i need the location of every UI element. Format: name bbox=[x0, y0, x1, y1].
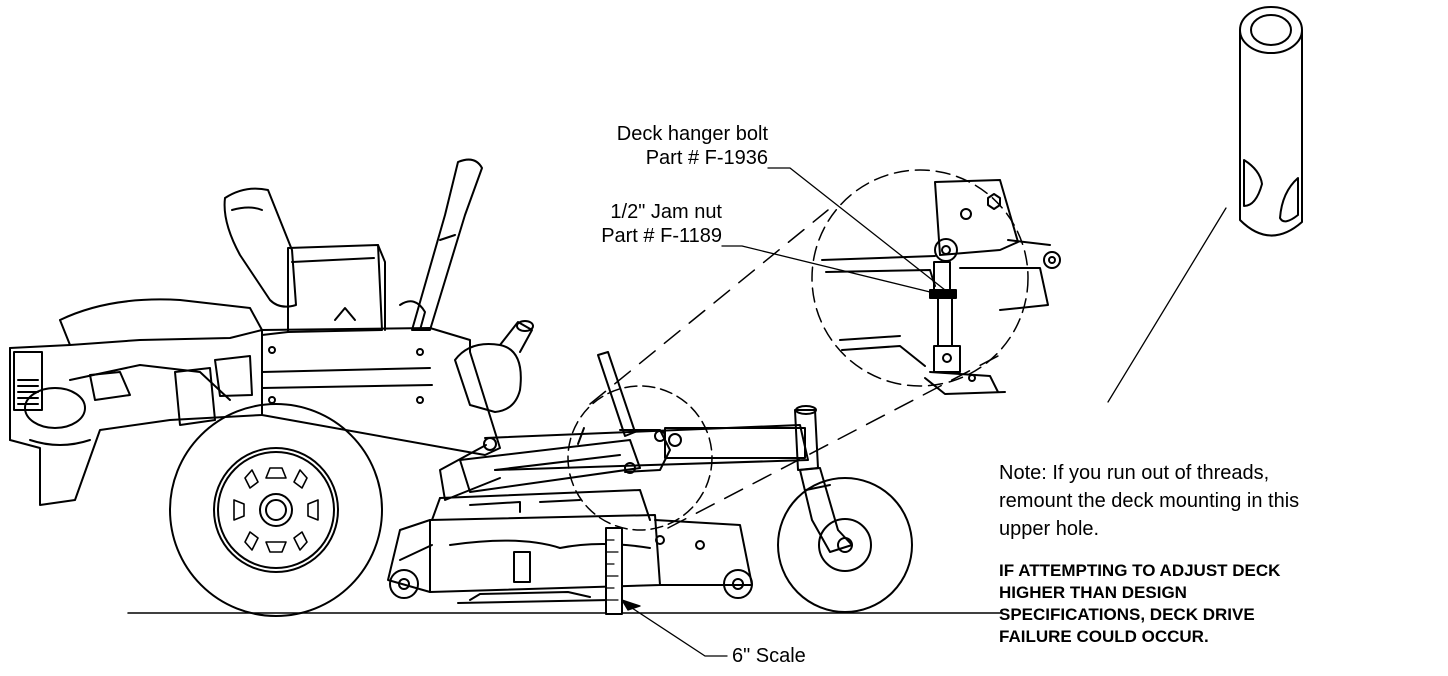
detail-circle-small bbox=[567, 385, 713, 531]
mower-illustration bbox=[9, 158, 913, 617]
jam-nut-label: 1/2" Jam nut bbox=[610, 201, 722, 223]
detail-callout bbox=[567, 169, 1061, 531]
hanger-pin-illustration bbox=[1239, 6, 1303, 237]
warning-text: IF ATTEMPTING TO ADJUST DECK HIGHER THAN… bbox=[999, 560, 1444, 648]
note-line-1: Note: If you run out of threads, bbox=[999, 462, 1270, 484]
warning-line-2: HIGHER THAN DESIGN bbox=[999, 583, 1187, 602]
warning-line-3: SPECIFICATIONS, DECK DRIVE bbox=[999, 605, 1255, 624]
front-caster-wheel bbox=[777, 477, 913, 613]
hanger-bolt-label: Deck hanger bolt bbox=[616, 123, 768, 145]
scale-label: 6" Scale bbox=[732, 645, 806, 667]
rear-wheel bbox=[169, 403, 383, 617]
hanger-bolt-part-number: Part # F-1936 bbox=[645, 147, 768, 169]
detail-circle-large bbox=[811, 169, 1029, 387]
note-line-2: remount the deck mounting in this bbox=[999, 490, 1300, 512]
warning-line-1: IF ATTEMPTING TO ADJUST DECK bbox=[999, 561, 1281, 580]
leader-lines bbox=[621, 167, 1227, 657]
note-line-3: upper hole. bbox=[999, 518, 1100, 540]
warning-line-4: FAILURE COULD OCCUR. bbox=[999, 627, 1209, 646]
note-text: Note: If you run out of threads, remount… bbox=[999, 459, 1444, 543]
six-inch-scale bbox=[605, 527, 623, 615]
jam-nut-part-number: Part # F-1189 bbox=[601, 225, 722, 247]
